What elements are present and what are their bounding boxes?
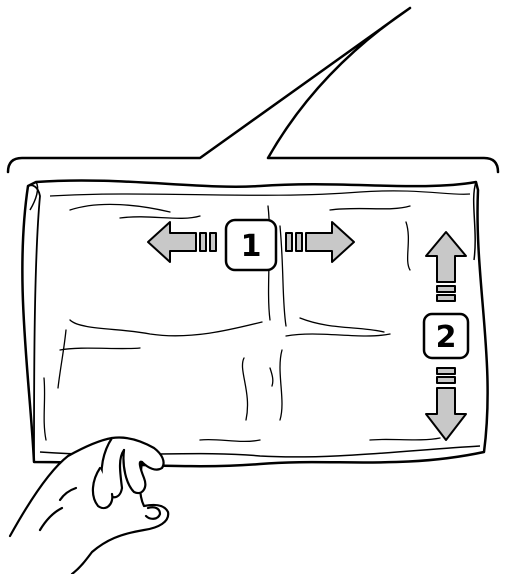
step-number-2: 2 (436, 320, 457, 355)
step-number-1: 1 (241, 229, 262, 264)
callout-frame (8, 8, 498, 172)
step-badge-2: 2 (424, 314, 468, 358)
step-badge-1: 1 (226, 220, 276, 270)
